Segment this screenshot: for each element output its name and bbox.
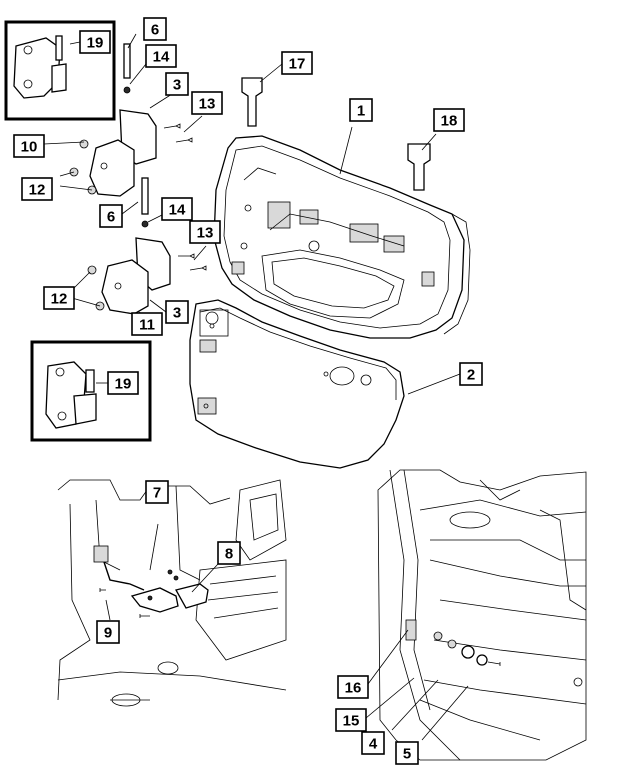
callout-18-label: 18 xyxy=(441,113,458,130)
callout-17-label: 17 xyxy=(289,56,306,73)
callout-10: 10 xyxy=(13,134,45,158)
upper-hinge-assembly xyxy=(69,43,193,197)
callout-18: 18 xyxy=(433,108,465,132)
callout-19-lower: 19 xyxy=(107,371,139,395)
callout-13-upper-label: 13 xyxy=(199,96,216,113)
callout-19-upper-label: 19 xyxy=(87,35,104,52)
callout-10-label: 10 xyxy=(21,139,38,156)
door-trim-panel xyxy=(189,299,405,469)
callout-7: 7 xyxy=(145,480,169,504)
callout-12-lower-label: 12 xyxy=(51,291,68,308)
callout-1-label: 1 xyxy=(357,103,365,120)
callout-6-upper-label: 6 xyxy=(151,22,159,39)
door-shell xyxy=(213,135,471,339)
lower-hinge-assembly xyxy=(87,177,207,315)
lower-left-view xyxy=(57,479,287,707)
callout-14-lower-label: 14 xyxy=(169,202,186,219)
callout-15-label: 15 xyxy=(343,713,360,730)
callout-13-upper: 13 xyxy=(191,91,223,115)
callout-19-upper: 19 xyxy=(79,30,111,54)
callout-11-label: 11 xyxy=(139,317,155,334)
callout-12-upper-label: 12 xyxy=(29,182,46,199)
callout-3-upper: 3 xyxy=(165,72,189,96)
callout-13-lower-label: 13 xyxy=(197,225,214,242)
leader-lines xyxy=(43,33,469,741)
callout-6-lower-label: 6 xyxy=(107,209,115,226)
callout-9-label: 9 xyxy=(104,625,112,642)
callout-6-upper: 6 xyxy=(143,17,167,41)
lower-right-view xyxy=(377,469,587,761)
callout-12-lower: 12 xyxy=(43,286,75,310)
callout-15: 15 xyxy=(335,708,367,732)
callout-2: 2 xyxy=(459,362,483,386)
door-stop-17 xyxy=(241,77,263,127)
callout-5: 5 xyxy=(395,741,419,765)
callout-7-label: 7 xyxy=(153,485,161,502)
callout-3-lower-label: 3 xyxy=(173,305,181,322)
callout-13-lower: 13 xyxy=(189,220,221,244)
callouts: 1 2 3 3 4 5 6 6 xyxy=(13,17,483,765)
callout-11: 11 xyxy=(131,312,163,336)
callout-2-label: 2 xyxy=(467,367,475,384)
callout-17: 17 xyxy=(281,51,313,75)
callout-9: 9 xyxy=(96,620,120,644)
callout-16-label: 16 xyxy=(345,680,362,697)
callout-14-upper: 14 xyxy=(145,44,177,68)
callout-19-lower-label: 19 xyxy=(115,376,132,393)
callout-14-lower: 14 xyxy=(161,197,193,221)
callout-4-label: 4 xyxy=(369,736,378,753)
callout-5-label: 5 xyxy=(403,746,411,763)
door-stop-18 xyxy=(407,143,431,191)
callout-3-upper-label: 3 xyxy=(173,77,181,94)
callout-12-upper: 12 xyxy=(21,177,53,201)
callout-14-upper-label: 14 xyxy=(153,49,170,66)
callout-8-label: 8 xyxy=(225,546,233,563)
callout-16: 16 xyxy=(337,675,369,699)
callout-4: 4 xyxy=(361,731,385,755)
callout-1: 1 xyxy=(349,98,373,122)
callout-8: 8 xyxy=(217,541,241,565)
callout-6-lower: 6 xyxy=(99,204,123,228)
callout-3-lower: 3 xyxy=(165,300,189,324)
